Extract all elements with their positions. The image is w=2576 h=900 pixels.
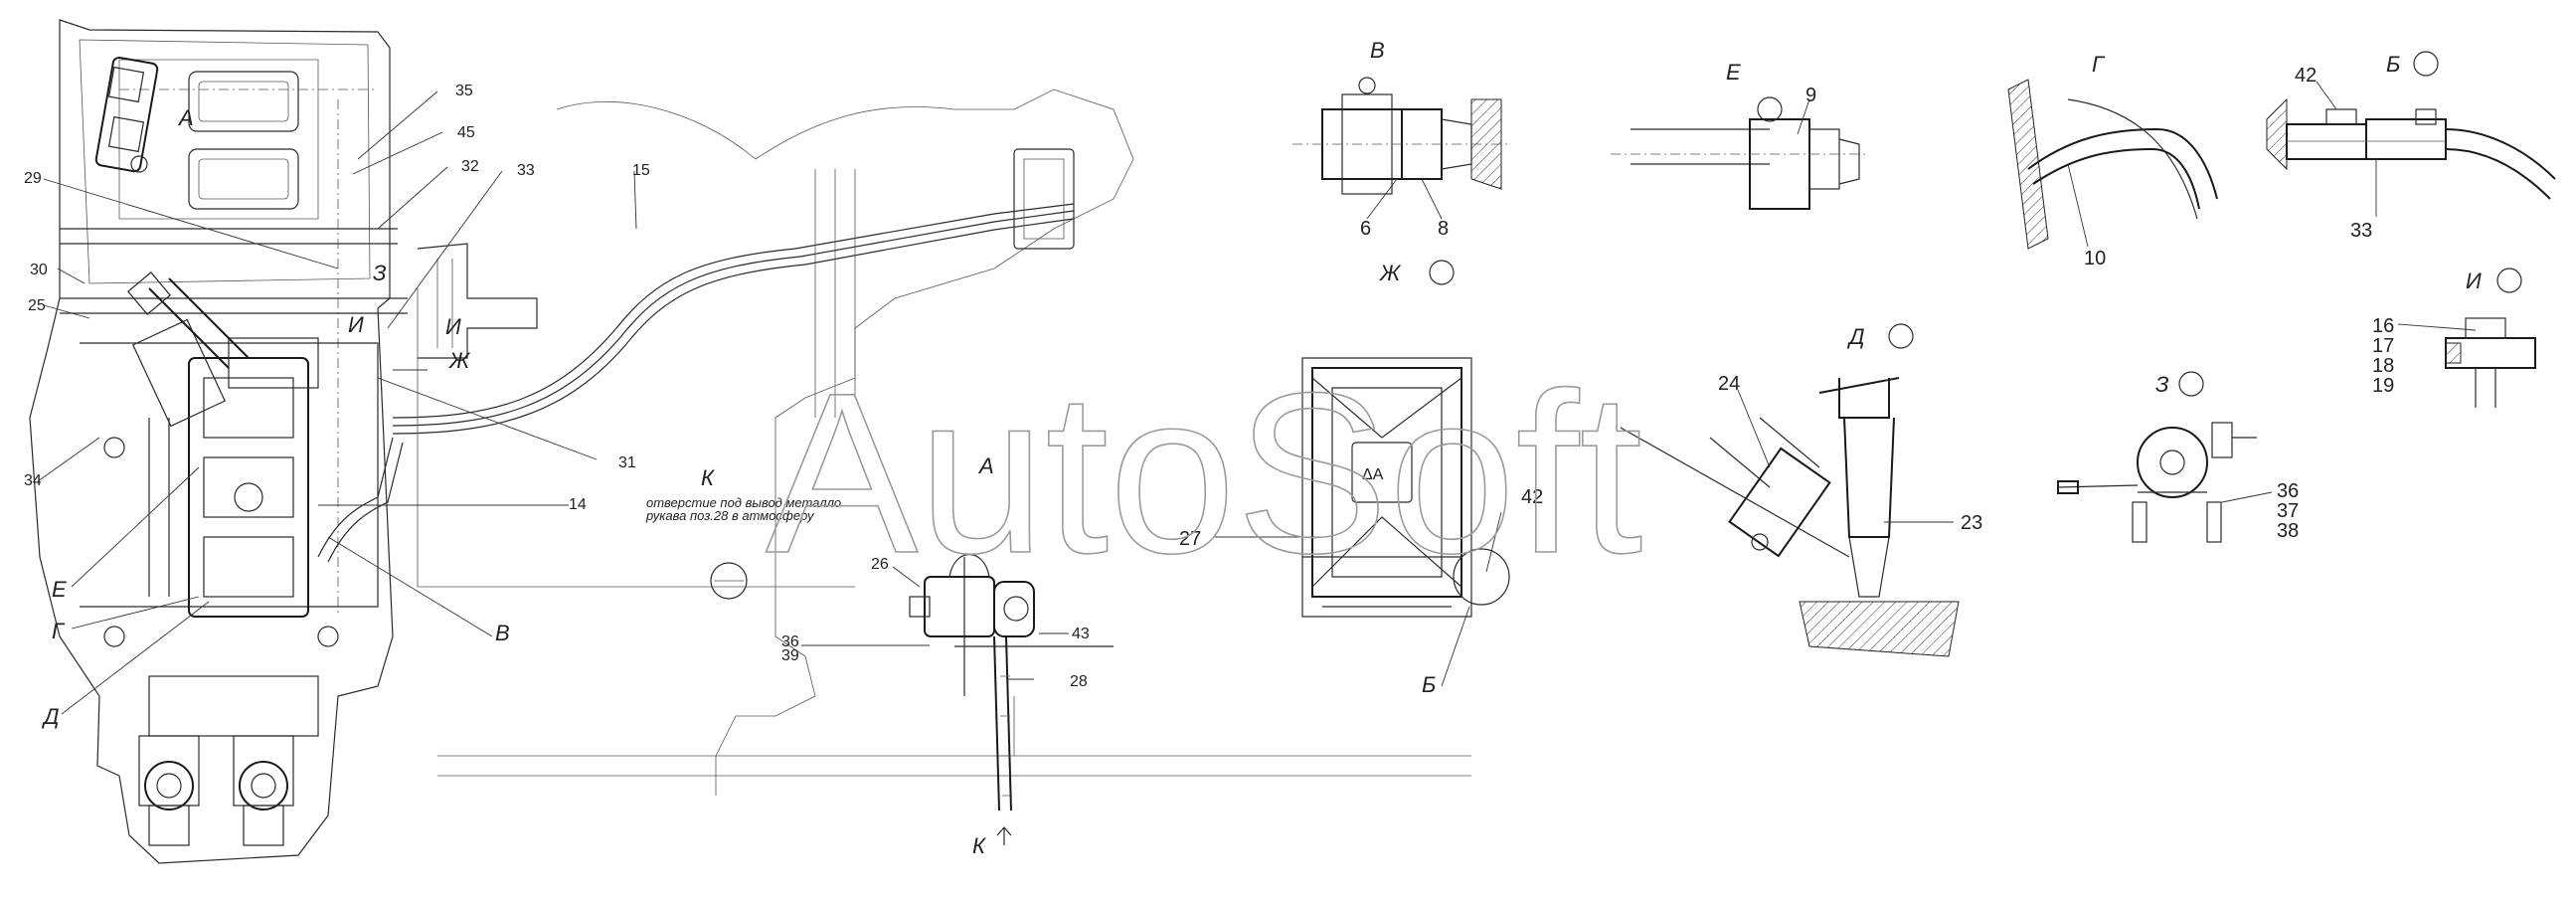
view-B-label-33: 33 <box>2350 220 2372 242</box>
filter-block <box>94 56 159 173</box>
view-D: Д 24 23 <box>1620 323 1982 657</box>
view-marker-D: Д <box>41 704 60 729</box>
view-D-label-23: 23 <box>1961 512 1982 534</box>
view-B-label-42: 42 <box>2295 65 2317 87</box>
callout-14: 14 <box>569 496 587 513</box>
view-V-label-6: 6 <box>1360 218 1371 240</box>
view-Z-label-38: 38 <box>2277 520 2299 542</box>
view-Zh-title: Ж <box>1379 261 1402 285</box>
view-I-label-19: 19 <box>2372 375 2394 397</box>
view-K-arrow-label: К <box>972 833 986 858</box>
view-marker-A: А <box>177 105 194 130</box>
view-marker-I: И <box>445 314 461 339</box>
vent-hole <box>710 562 748 600</box>
view-I-label-17: 17 <box>2372 335 2394 357</box>
callout-42-tank: 42 <box>1521 486 1543 508</box>
view-G: Г 10 <box>2007 52 2218 270</box>
callout-43: 43 <box>1072 626 1090 642</box>
view-Z-title: З <box>2155 372 2169 397</box>
view-B-title: Б <box>2386 52 2400 77</box>
view-marker-G: Г <box>52 619 66 643</box>
view-marker-E: Е <box>52 577 67 602</box>
callout-35: 35 <box>455 83 473 99</box>
callout-30: 30 <box>30 262 48 278</box>
view-I-label-16: 16 <box>2372 315 2394 337</box>
callout-27: 27 <box>1179 528 1201 550</box>
callout-29: 29 <box>24 170 42 187</box>
view-D-title: Д <box>1846 324 1865 349</box>
view-marker-I-small: И <box>348 312 364 337</box>
callout-15: 15 <box>632 162 650 179</box>
main-assembly-view: 35 45 32 33 15 29 30 25 34 31 14 А З И И… <box>24 19 1471 864</box>
view-D-label-24: 24 <box>1718 373 1740 395</box>
view-I: И 16 17 18 19 <box>2372 268 2536 408</box>
view-K-note-line2: рукава поз.28 в атмосферу <box>645 508 815 523</box>
callout-36-K: 36 <box>781 633 799 650</box>
view-marker-Zh: Ж <box>448 348 471 373</box>
callout-25: 25 <box>28 297 46 314</box>
tank-symbol: ΔA <box>1362 466 1384 483</box>
view-K-note-line1: отверстие под вывод металло <box>646 495 841 510</box>
watermark: AutoSoft <box>766 345 1642 601</box>
view-K-marker-A: А <box>977 453 994 478</box>
callout-31: 31 <box>618 454 636 471</box>
callout-26: 26 <box>871 556 889 573</box>
view-V-title: В <box>1370 38 1385 63</box>
view-E-title: Е <box>1726 60 1741 85</box>
callout-28: 28 <box>1070 673 1088 690</box>
lower-pumps <box>138 675 319 846</box>
view-K: К отверстие под вывод металло рукава поз… <box>645 453 1114 858</box>
callout-33: 33 <box>517 162 535 179</box>
view-Z-label-36: 36 <box>2277 480 2299 502</box>
callout-34: 34 <box>24 472 42 489</box>
view-E-label-9: 9 <box>1805 85 1816 106</box>
callout-32: 32 <box>461 158 479 175</box>
view-I-label-18: 18 <box>2372 355 2394 377</box>
tank-view: ΔA 27 42 Б <box>1179 357 1543 697</box>
view-Z-label-37: 37 <box>2277 500 2299 522</box>
view-Zh: Ж <box>1379 260 1455 285</box>
view-B: Б 42 33 <box>2266 51 2556 242</box>
view-marker-Z: З <box>373 261 387 285</box>
callout-39-K: 39 <box>781 647 799 664</box>
view-K-title: К <box>701 465 715 490</box>
view-marker-V: В <box>495 621 510 645</box>
fuel-line-15 <box>317 203 1075 563</box>
callout-45: 45 <box>457 124 475 141</box>
view-E: Е 9 <box>1611 60 1869 210</box>
view-I-title: И <box>2466 269 2482 293</box>
view-Z: З 36 37 38 <box>2057 371 2299 543</box>
view-G-title: Г <box>2092 52 2106 77</box>
heater-unit <box>909 553 1035 637</box>
view-G-label-10: 10 <box>2084 248 2106 270</box>
view-V: В 6 8 <box>1292 38 1511 240</box>
view-marker-B: Б <box>1422 672 1436 697</box>
view-V-label-8: 8 <box>1438 218 1449 240</box>
